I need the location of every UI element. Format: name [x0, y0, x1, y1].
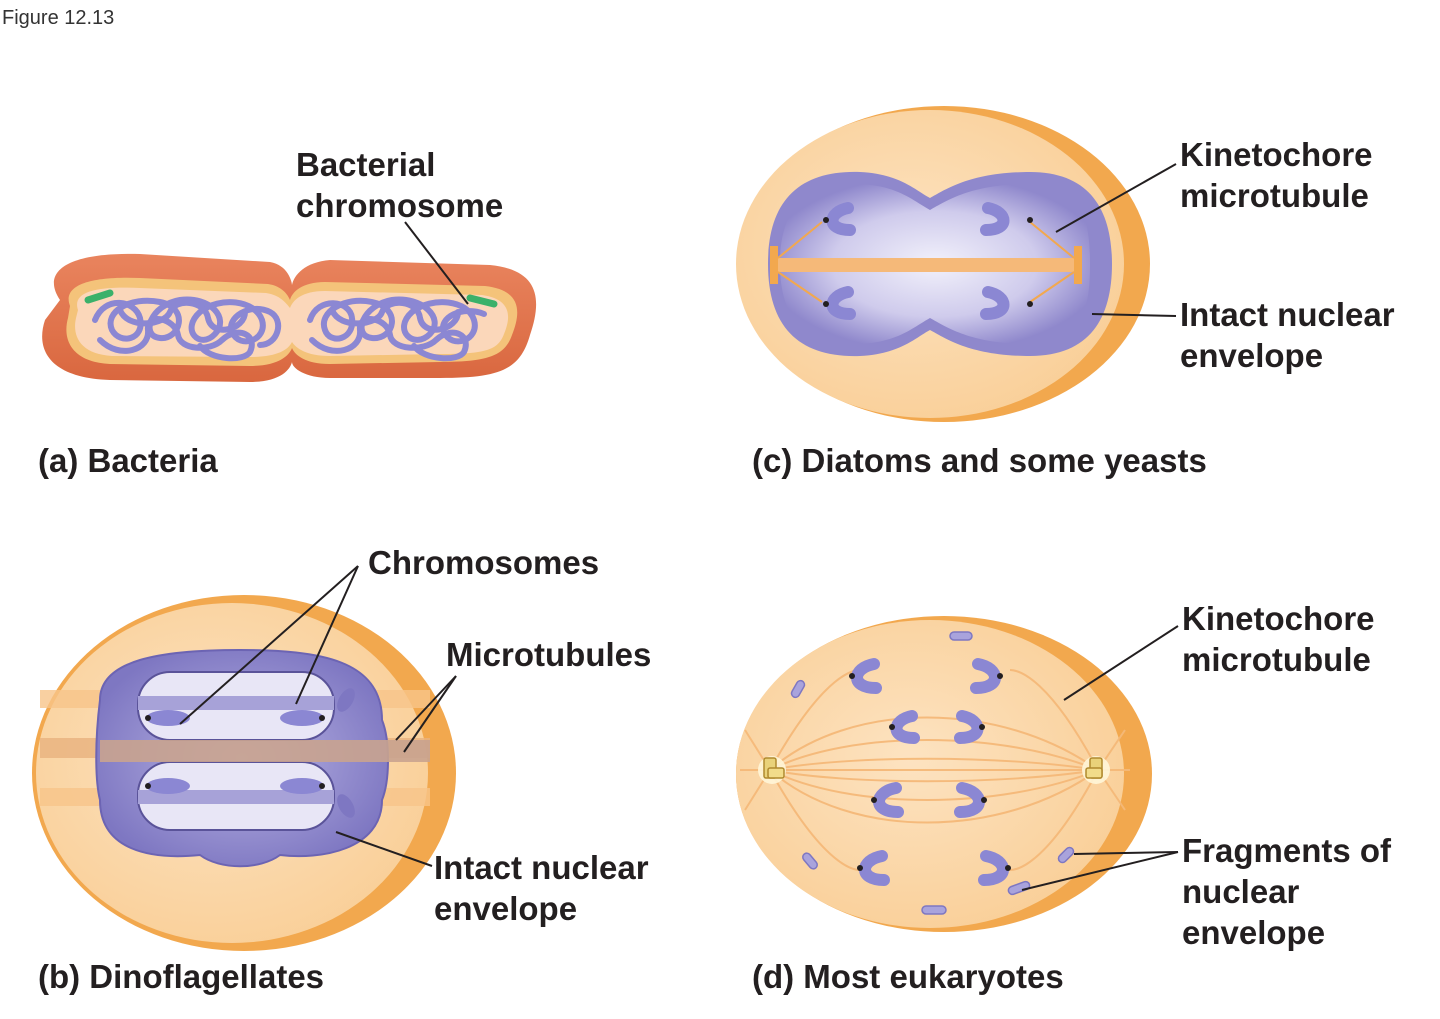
dinoflagellate-cell: [32, 595, 456, 951]
caption-b: (b) Dinoflagellates: [38, 958, 324, 995]
chromosomes-d: [851, 658, 1009, 886]
label-intact-envelope-b-1: Intact nuclear: [434, 849, 649, 886]
diatom-cell: [736, 106, 1150, 422]
label-fragments-1: Fragments of: [1182, 832, 1392, 869]
centrosome-left: [758, 756, 786, 784]
label-kinetochore-c-2: microtubule: [1180, 177, 1369, 214]
caption-c: (c) Diatoms and some yeasts: [752, 442, 1207, 479]
caption-d: (d) Most eukaryotes: [752, 958, 1064, 995]
label-kinetochore-d-1: Kinetochore: [1182, 600, 1375, 637]
microtubule-bundle: [100, 740, 430, 762]
envelope-fragments-d: [790, 631, 1075, 915]
panel-a-bacteria: Bacterial chromosome (a) Bacteria: [38, 146, 537, 479]
panel-b-dinoflagellates: Chromosomes Microtubules Intact nuclear …: [32, 544, 651, 995]
chromosomes-c: [826, 202, 1010, 320]
panel-c-diatoms: Kinetochore microtubule Intact nuclear e…: [736, 106, 1395, 479]
caption-a: (a) Bacteria: [38, 442, 218, 479]
origin-tag-left: [84, 289, 114, 304]
eukaryote-cell: [736, 616, 1152, 932]
label-fragments-3: envelope: [1182, 914, 1325, 951]
label-intact-envelope-b-2: envelope: [434, 890, 577, 927]
figure-label: Figure 12.13: [2, 7, 114, 29]
label-intact-envelope-c-2: envelope: [1180, 337, 1323, 374]
label-bacterial-chromosome-2: chromosome: [296, 187, 503, 224]
leader-bacterial-chromosome: [404, 221, 469, 305]
label-chromosomes: Chromosomes: [368, 544, 599, 581]
centrosome-right: [1082, 756, 1110, 784]
label-microtubules: Microtubules: [446, 636, 651, 673]
origin-tag-right: [466, 294, 498, 308]
spindle-c: [770, 258, 1082, 272]
bacterium-cell: [42, 253, 537, 382]
bacterial-chromosome-tangle: [92, 296, 487, 362]
label-kinetochore-d-2: microtubule: [1182, 641, 1371, 678]
label-fragments-2: nuclear: [1182, 873, 1300, 910]
label-kinetochore-c-1: Kinetochore: [1180, 136, 1373, 173]
spindle-fibers-d: [740, 669, 1130, 871]
chromosomes-b: [146, 710, 324, 794]
label-intact-envelope-c-1: Intact nuclear: [1180, 296, 1395, 333]
label-bacterial-chromosome-1: Bacterial: [296, 146, 435, 183]
panel-d-most-eukaryotes: Kinetochore microtubule Fragments of nuc…: [736, 600, 1392, 995]
